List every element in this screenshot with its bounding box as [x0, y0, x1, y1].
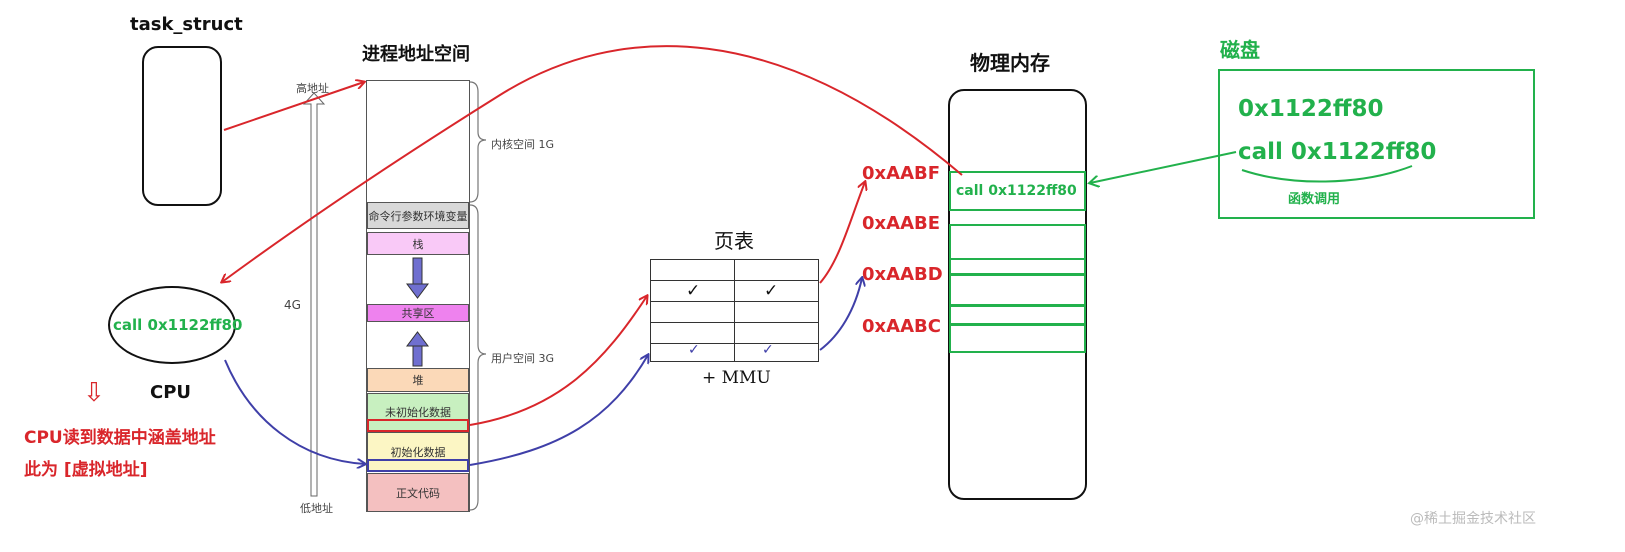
- phys-addr-aabd: 0xAABD: [862, 264, 943, 285]
- check-icon: ✓: [764, 281, 779, 301]
- kernel-space-label: 内核空间 1G: [491, 138, 555, 151]
- phys-addr-aabe: 0xAABE: [862, 213, 941, 234]
- segment-args-env: 命令行参数环境变量: [367, 202, 469, 229]
- physical-row: [949, 324, 1086, 353]
- heap-up-arrow-shaft: [412, 343, 423, 367]
- pagetable-to-aabf-arrow: [819, 182, 865, 284]
- task-struct-label: task_struct: [130, 14, 243, 35]
- pagetable-to-aabd-arrow: [819, 278, 862, 351]
- memory-to-cpu-arrow: [222, 45, 963, 282]
- mmu-label: + MMU: [702, 368, 771, 388]
- cpu-ellipse: [108, 286, 236, 364]
- cpu-note-line1: CPU读到数据中涵盖地址: [24, 428, 216, 448]
- disk-to-memory-arrow: [1090, 151, 1237, 183]
- task-struct-box: [142, 46, 222, 206]
- segment-text: 正文代码: [367, 473, 469, 512]
- page-table-rowline: [650, 301, 819, 302]
- bss-highlight: [367, 419, 469, 432]
- cpu-instruction: call 0x1122ff80: [113, 316, 243, 334]
- disk-line1: 0x1122ff80: [1238, 96, 1384, 122]
- task-to-address-space-arrow: [223, 82, 364, 131]
- disk-note: 函数调用: [1288, 192, 1341, 207]
- segment-stack: 栈: [367, 232, 469, 255]
- data-highlight: [367, 459, 469, 472]
- disk-line2: call 0x1122ff80: [1238, 139, 1437, 165]
- watermark: @稀土掘金技术社区: [1410, 511, 1536, 527]
- cpu-note-line2: 此为 [虚拟地址]: [24, 460, 148, 480]
- page-table-rowline: [650, 322, 819, 323]
- disk-call-underline: [1241, 165, 1413, 183]
- page-table-title: 页表: [714, 229, 754, 253]
- physical-content: call 0x1122ff80: [956, 183, 1077, 199]
- segment-data: 初始化数据: [367, 432, 469, 472]
- cpu-label: CPU: [150, 382, 192, 403]
- segment-shared: 共享区: [367, 304, 469, 322]
- bss-to-pagetable-arrow: [469, 296, 647, 426]
- stack-down-arrow-shaft: [412, 257, 423, 287]
- segment-heap: 堆: [367, 368, 469, 392]
- physical-memory-title: 物理内存: [970, 51, 1050, 75]
- phys-addr-aabf: 0xAABF: [862, 163, 941, 184]
- physical-row: [949, 171, 1086, 211]
- kernel-brace: [469, 81, 487, 203]
- stack-down-arrow-head: [406, 283, 429, 299]
- page-table-divider: [734, 259, 735, 362]
- data-to-pagetable-arrow: [469, 355, 648, 466]
- phys-addr-aabc: 0xAABC: [862, 316, 941, 337]
- down-arrow-icon: ⇩: [83, 378, 105, 408]
- disk-title: 磁盘: [1220, 38, 1260, 62]
- address-space-title: 进程地址空间: [362, 44, 470, 65]
- check-icon: ✓: [762, 342, 774, 358]
- user-space-label: 用户空间 3G: [491, 352, 555, 365]
- user-brace: [469, 204, 487, 511]
- size-4g-label: 4G: [284, 298, 301, 312]
- heap-up-arrow-head: [406, 331, 429, 347]
- cpu-to-data-arrow: [224, 359, 365, 464]
- address-axis-arrow: [302, 92, 326, 497]
- disk-box: [1218, 69, 1535, 219]
- low-address-label: 低地址: [300, 502, 333, 515]
- high-address-label: 高地址: [296, 82, 329, 95]
- check-icon: ✓: [686, 281, 701, 301]
- check-icon: ✓: [688, 342, 700, 358]
- page-table-rowline: [650, 280, 819, 281]
- page-table-rowline: [650, 343, 819, 344]
